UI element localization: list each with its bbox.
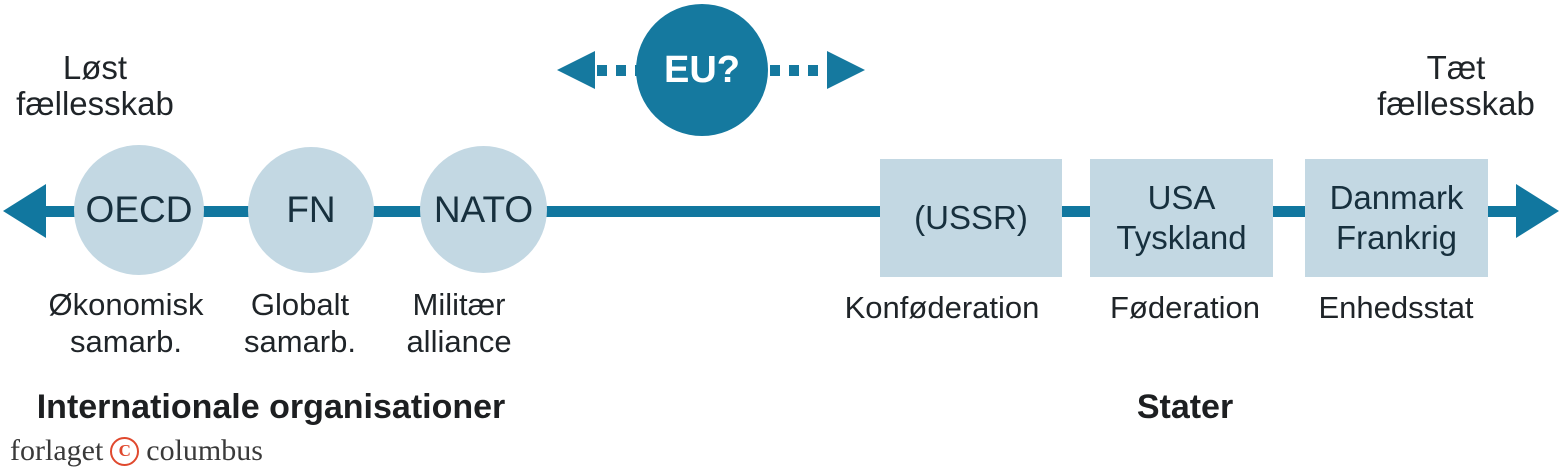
state-box-ussr: (USSR) [880,159,1062,277]
state-description-foderation: Føderation [1110,290,1260,325]
organization-circle-oecd: OECD [74,145,204,275]
group-heading-states: Stater [1136,388,1234,426]
eu-dashed-arrowhead-right-icon [827,51,865,89]
organization-circle-nato: NATO [420,146,547,273]
eu-dashed-line-right [770,65,822,76]
eu-dashed-line-left [597,65,637,76]
group-heading-international-organizations: Internationale organisationer [36,388,506,426]
endpoint-label-loose-community: Løst fællesskab [16,49,174,122]
copyright-icon: C [110,436,140,466]
state-box-danmark-frankrig: Danmark Frankrig [1305,159,1488,277]
endpoint-label-tight-community: Tæt fællesskab [1377,49,1535,122]
organization-description-oecd: Økonomisk samarb. [48,287,204,359]
axis-arrowhead-left-icon [3,184,46,238]
publisher-logo-text-left: forlaget [10,434,104,467]
state-box-usa-tyskland: USA Tyskland [1090,159,1273,277]
state-description-enhedsstat: Enhedsstat [1318,290,1474,325]
organization-description-fn: Globalt samarb. [244,287,356,359]
eu-dashed-arrowhead-left-icon [557,51,595,89]
eu-question-circle: EU? [636,4,768,136]
publisher-logo-text-right: columbus [146,434,263,467]
axis-arrowhead-right-icon [1516,184,1559,238]
organization-description-nato: Militær alliance [406,287,512,359]
publisher-logo: forlaget C columbus [10,434,263,468]
state-description-konfoderation: Konføderation [844,290,1040,325]
organization-circle-fn: FN [248,147,374,273]
spectrum-axis-line [32,206,1520,217]
